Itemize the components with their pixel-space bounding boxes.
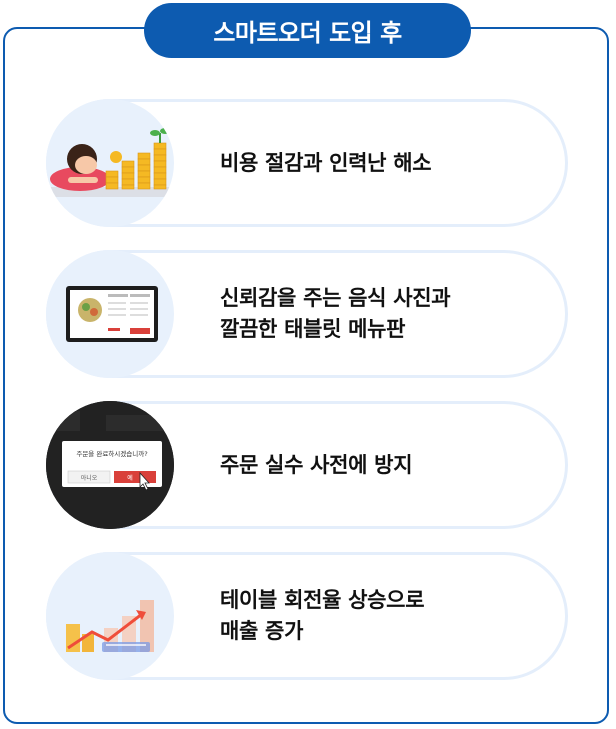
benefit-text: 테이블 회전율 상승으로 매출 증가 <box>220 588 425 643</box>
benefit-card-cost: 비용 절감과 인력난 해소 <box>46 99 568 227</box>
coins-woman-icon <box>46 99 174 227</box>
order-confirm-dialog-icon: 주문을 완료하시겠습니까? 아니오 예 <box>46 401 174 529</box>
benefit-card-order: 주문을 완료하시겠습니까? 아니오 예 주문 실수 사전에 방지 <box>46 401 568 529</box>
dialog-cancel-label: 아니오 <box>81 474 98 482</box>
page-title: 스마트오더 도입 후 <box>144 3 471 58</box>
benefit-text: 비용 절감과 인력난 해소 <box>220 150 432 175</box>
benefit-card-sales: 테이블 회전율 상승으로 매출 증가 <box>46 552 568 680</box>
dialog-confirm-label: 예 <box>127 474 133 482</box>
growth-chart-icon <box>46 552 174 680</box>
benefit-text: 신뢰감을 주는 음식 사진과 깔끔한 태블릿 메뉴판 <box>220 286 451 341</box>
dialog-message: 주문을 완료하시겠습니까? <box>76 449 147 458</box>
benefit-card-menu: 신뢰감을 주는 음식 사진과 깔끔한 태블릿 메뉴판 <box>46 250 568 378</box>
benefit-text: 주문 실수 사전에 방지 <box>220 452 413 477</box>
tablet-menu-icon <box>46 250 174 378</box>
